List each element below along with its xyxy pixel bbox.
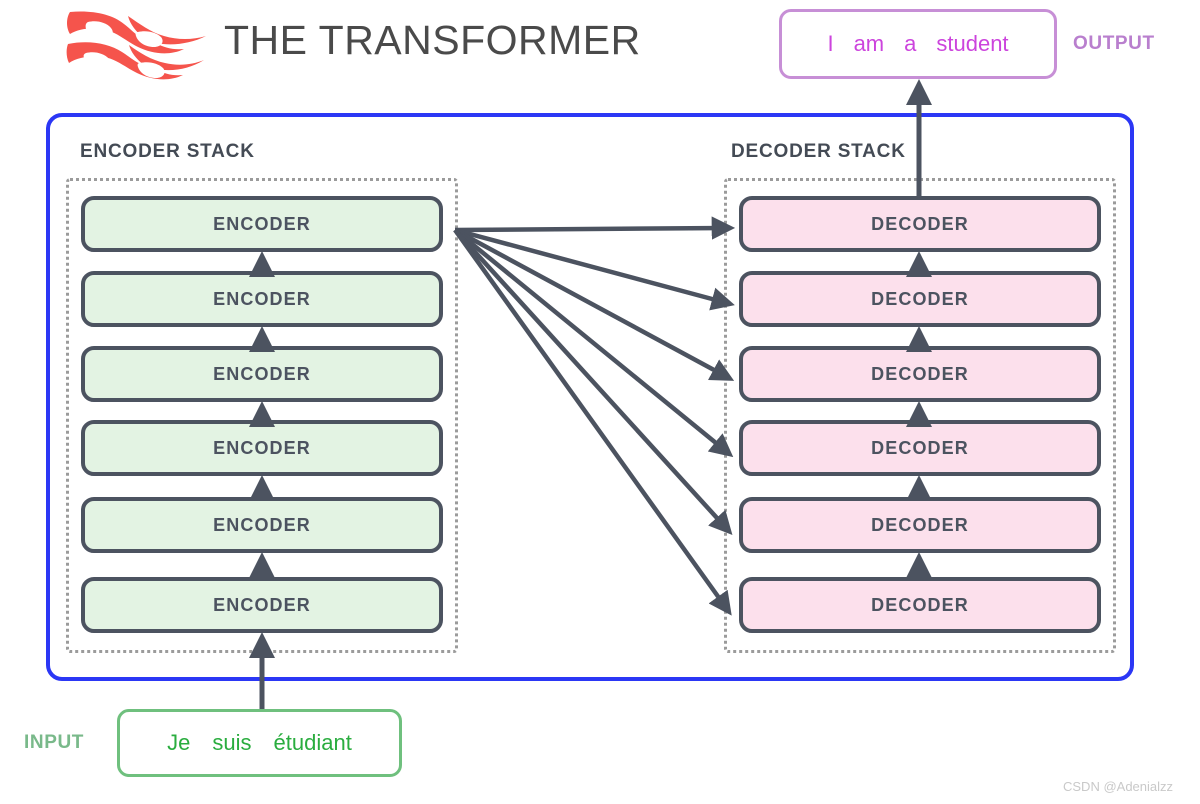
- input-sentence-box: Je suis étudiant: [117, 709, 402, 777]
- encoder-layer-4[interactable]: ENCODER: [81, 420, 443, 476]
- output-token: a: [904, 31, 917, 56]
- output-sentence-box: I am a student: [779, 9, 1057, 79]
- encoder-layer-5[interactable]: ENCODER: [81, 497, 443, 553]
- encoder-stack-heading: ENCODER STACK: [80, 141, 255, 162]
- flame-logo-icon: [66, 10, 208, 92]
- encoder-layer-2[interactable]: ENCODER: [81, 271, 443, 327]
- decoder-layer-1[interactable]: DECODER: [739, 196, 1101, 252]
- output-token: am: [853, 31, 885, 56]
- watermark: CSDN @Adenialzz: [1063, 779, 1174, 794]
- input-token: Je: [167, 730, 191, 755]
- input-token: suis: [212, 730, 252, 755]
- input-token: étudiant: [273, 730, 352, 755]
- encoder-layer-6[interactable]: ENCODER: [81, 577, 443, 633]
- encoder-layer-3[interactable]: ENCODER: [81, 346, 443, 402]
- output-label: OUTPUT: [1073, 33, 1155, 54]
- decoder-layer-5[interactable]: DECODER: [739, 497, 1101, 553]
- header: THE TRANSFORMER: [0, 0, 1200, 110]
- decoder-layer-3[interactable]: DECODER: [739, 346, 1101, 402]
- decoder-layer-4[interactable]: DECODER: [739, 420, 1101, 476]
- decoder-layer-6[interactable]: DECODER: [739, 577, 1101, 633]
- decoder-layer-2[interactable]: DECODER: [739, 271, 1101, 327]
- decoder-stack-heading: DECODER STACK: [731, 141, 906, 162]
- transformer-frame: [46, 113, 1134, 681]
- output-token: I: [827, 31, 834, 56]
- page-title: THE TRANSFORMER: [224, 17, 641, 63]
- input-label: INPUT: [24, 732, 84, 753]
- encoder-layer-1[interactable]: ENCODER: [81, 196, 443, 252]
- output-token: student: [936, 31, 1009, 56]
